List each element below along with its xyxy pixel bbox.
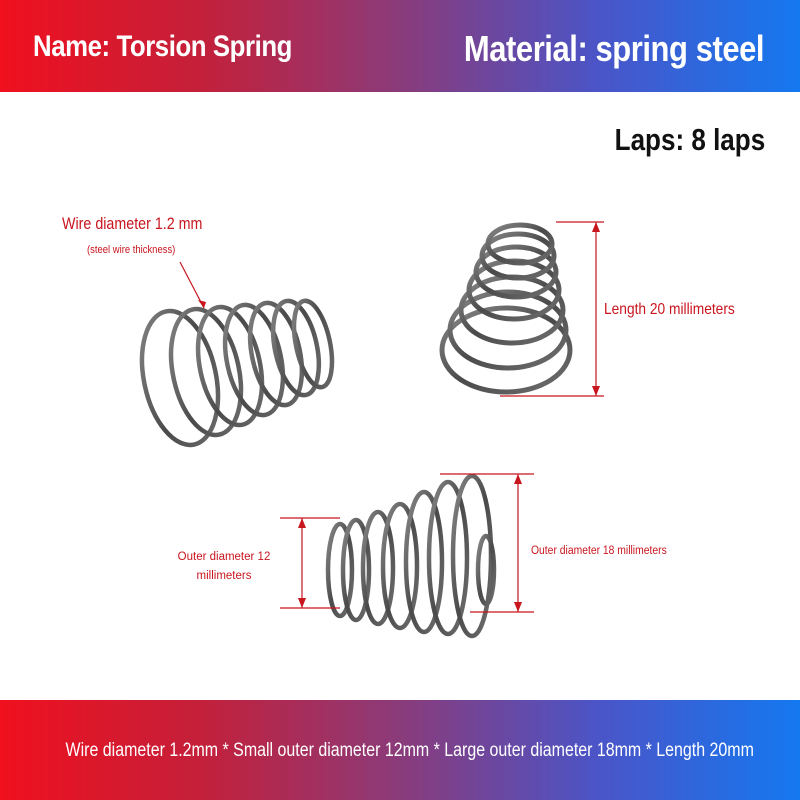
wire-diameter-label: Wire diameter 1.2 mm (62, 214, 203, 233)
wire-thickness-note: (steel wire thickness) (87, 244, 176, 256)
outer-diameter-large-label: Outer diameter 18 millimeters (531, 545, 667, 557)
spring-conical-view (439, 222, 573, 395)
footer-banner: Wire diameter 1.2mm * Small outer diamet… (0, 700, 800, 800)
outer-small-dimension (280, 517, 340, 609)
header-banner: Name: Torsion Spring Material: spring st… (0, 0, 800, 92)
outer-large-dimension (440, 473, 534, 613)
wire-pointer-head (198, 300, 206, 308)
outer-diameter-small-label: Outer diameter 12 millimeters (177, 551, 271, 582)
specs-summary: Wire diameter 1.2mm * Small outer diamet… (0, 740, 800, 762)
length-label: Length 20 millimeters (604, 301, 735, 318)
spring-lying-view (325, 473, 497, 639)
wire-pointer (179, 261, 205, 309)
spring-side-view (139, 298, 335, 448)
laps-label: Laps: 8 laps (614, 122, 765, 157)
product-material: Material: spring steel (463, 28, 765, 69)
product-name: Name: Torsion Spring (33, 30, 292, 63)
specs-summary-text: Wire diameter 1.2mm * Small outer diamet… (65, 740, 754, 761)
